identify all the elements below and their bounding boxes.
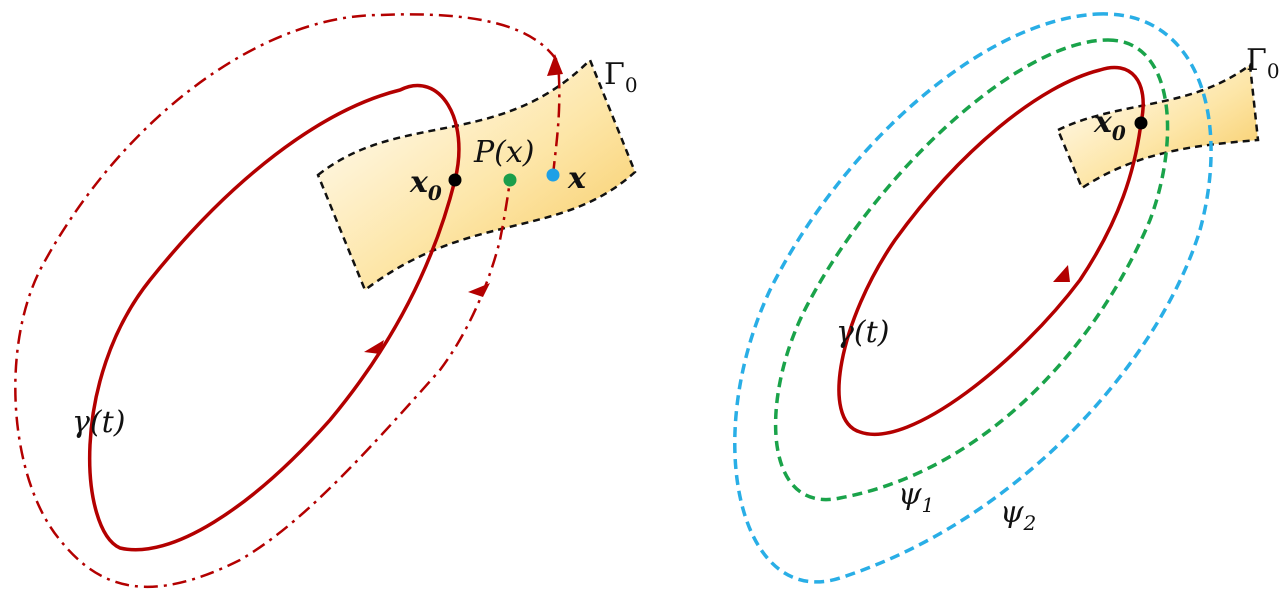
- left-point-x0: [448, 173, 462, 187]
- right-psi1-curve: [773, 38, 1170, 502]
- right-psi1-label: ψ1: [898, 477, 934, 517]
- left-gamma-label: γ(t): [72, 405, 125, 440]
- left-point-P: [503, 173, 517, 187]
- right-panel: Γ0 γ(t) x0 ψ1 ψ2: [733, 12, 1280, 584]
- left-P-label: P(x): [473, 135, 535, 170]
- arrowhead-icon: [1053, 265, 1070, 282]
- left-perturbed-trajectory: [14, 13, 561, 589]
- left-x-label: x: [567, 161, 587, 196]
- left-point-x: [546, 168, 560, 182]
- left-poincare-section: [316, 57, 637, 292]
- right-gamma-label: γ(t): [836, 315, 889, 350]
- right-limit-cycle: [837, 65, 1145, 436]
- left-x0-label: x0: [409, 165, 442, 205]
- arrowhead-icon: [547, 54, 563, 76]
- left-limit-cycle: [87, 83, 461, 552]
- right-x0-label: x0: [1093, 105, 1126, 145]
- right-point-x0: [1134, 116, 1148, 130]
- right-poincare-section: [1056, 62, 1260, 190]
- left-section-label: Γ0: [604, 57, 638, 97]
- arrowhead-icon: [364, 340, 384, 354]
- arrowhead-icon: [468, 283, 490, 297]
- right-section-label: Γ0: [1246, 43, 1280, 83]
- left-panel: Γ0 γ(t) x0 P(x) x: [14, 13, 638, 589]
- right-psi2-label: ψ2: [1000, 495, 1036, 535]
- right-psi2-curve: [733, 12, 1213, 584]
